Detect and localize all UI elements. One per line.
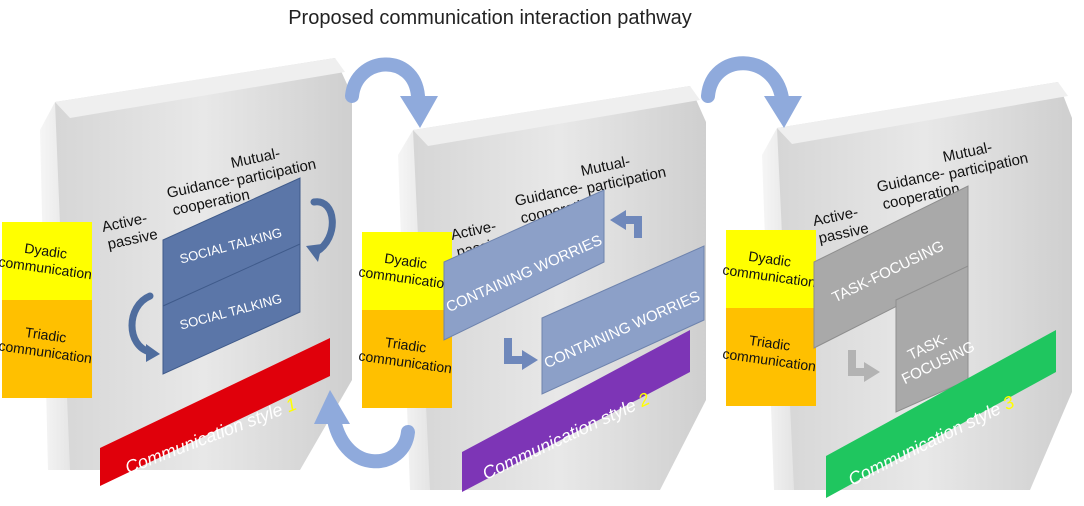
panel-2-turn-arrowhead-bottom xyxy=(522,350,538,370)
panel-style-2: Active- passive Guidance- cooperation Mu… xyxy=(358,86,706,492)
panel-3-triadic-tab xyxy=(726,308,816,406)
panel-3-top xyxy=(777,82,1068,144)
panel-2-turn-arrow-bottom xyxy=(504,338,526,364)
panel-2-dyadic-tab xyxy=(362,232,452,310)
triadic-line-1: Triadic xyxy=(748,332,791,354)
panel-3-turn-arrow xyxy=(848,350,868,376)
panel-style-1: Active- passive Guidance- cooperation Mu… xyxy=(0,58,352,486)
panel-2-box-triadic xyxy=(541,245,705,395)
panel-2-box-dyadic xyxy=(443,189,605,341)
arrow-style-2-to-1 xyxy=(327,413,415,469)
arrowhead-style-2-to-1 xyxy=(314,390,350,424)
panel-3-turn-arrowhead xyxy=(864,362,880,382)
dyadic-line-1: Dyadic xyxy=(747,248,792,270)
panel-1-style-band xyxy=(100,338,330,486)
panel-1-loop-arrow-left xyxy=(128,292,154,356)
panel-2-top xyxy=(413,86,700,146)
panel-1-dyadic-tab xyxy=(2,222,92,300)
arrow-style-2-to-3 xyxy=(701,56,789,105)
pathway-arrows xyxy=(314,56,802,469)
dyadic-line-1: Dyadic xyxy=(383,250,428,272)
panel-1-top xyxy=(55,58,345,118)
panel-2-turn-arrow-top xyxy=(622,216,642,238)
panel-3-dyadic-tab xyxy=(726,230,816,308)
panel-2-turn-arrowhead-top xyxy=(610,210,626,230)
panel-1-triadic-tab xyxy=(2,300,92,398)
diagram-title: Proposed communication interaction pathw… xyxy=(288,7,692,29)
panel-1-box-triadic xyxy=(162,243,301,375)
panel-3-style-band xyxy=(826,330,1056,498)
panel-1-loop-arrowhead-right xyxy=(306,244,322,262)
arrow-style-1-to-2 xyxy=(345,57,425,103)
panel-1-loop-arrowhead-left xyxy=(146,344,160,362)
arrowhead-style-2-to-3 xyxy=(764,96,802,128)
panel-style-3: Active- passive Guidance- cooperation Mu… xyxy=(722,82,1072,498)
panel-1-loop-arrow-right xyxy=(310,198,336,256)
panel-2-triadic-tab xyxy=(362,310,452,408)
dyadic-line-1: Dyadic xyxy=(23,240,68,262)
triadic-line-1: Triadic xyxy=(384,334,427,356)
panel-2-style-band xyxy=(462,330,690,492)
arrowhead-style-1-to-2 xyxy=(400,96,438,128)
triadic-line-1: Triadic xyxy=(24,324,67,346)
